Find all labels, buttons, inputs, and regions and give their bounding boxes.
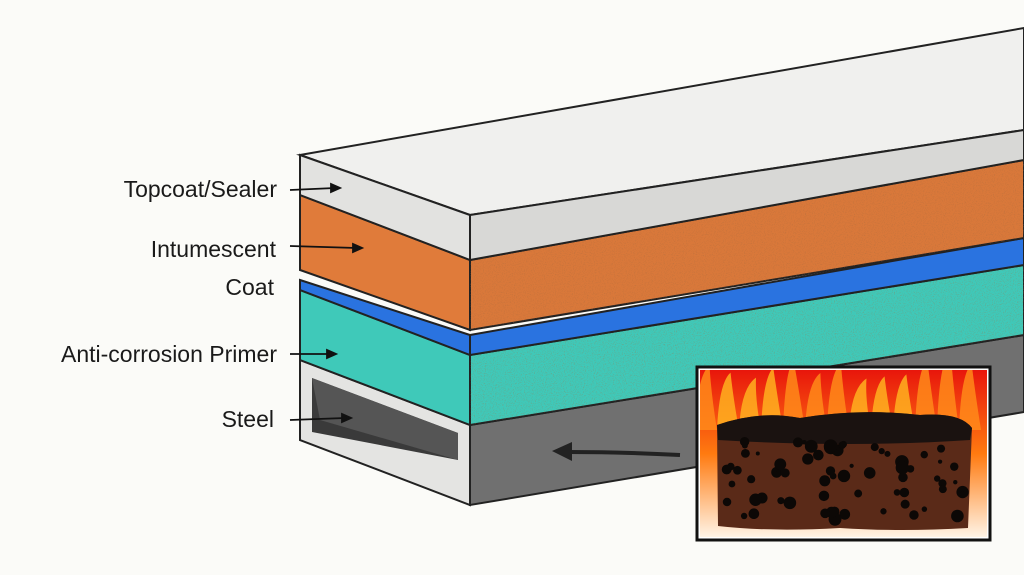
label-primer: Anti-corrosion Primer: [61, 341, 277, 367]
char-pore: [899, 487, 910, 498]
char-pore: [755, 451, 760, 456]
label-intumescent-1: Intumescent: [150, 236, 276, 262]
char-pore: [920, 450, 928, 459]
char-pore: [825, 466, 836, 476]
char-pore: [820, 508, 830, 519]
char-pore: [837, 469, 851, 483]
label-intumescent-2: Coat: [225, 274, 274, 300]
primer-layer: [299, 263, 1024, 427]
intumescent-arrow: [289, 245, 358, 249]
char-pore: [893, 489, 901, 496]
char-pore: [938, 479, 947, 488]
char-pore: [802, 439, 807, 445]
flame: [761, 370, 783, 430]
blue-layer: [299, 236, 1024, 357]
char-pore: [774, 458, 787, 471]
char-pore: [741, 442, 748, 449]
curved-arrow: [552, 442, 681, 461]
char-pore: [740, 448, 750, 458]
char-pore: [839, 508, 851, 520]
char-pore: [849, 463, 854, 468]
label-topcoat: Topcoat/Sealer: [123, 176, 277, 202]
char-pore: [921, 506, 928, 512]
char-pore: [748, 508, 760, 520]
char-pore: [900, 499, 910, 509]
topcoat-layer: [296, 26, 1024, 262]
char-pore: [950, 462, 959, 471]
char-pore: [854, 489, 863, 498]
char-pore: [878, 448, 885, 455]
steel-arrow: [289, 417, 346, 421]
char-pore: [749, 493, 762, 506]
charred-intumescent-inset: [695, 365, 992, 542]
char-pore: [733, 465, 742, 475]
char-pore: [895, 461, 909, 475]
char-pore: [722, 497, 732, 507]
char-pore: [880, 508, 887, 515]
char-pore: [728, 480, 736, 488]
char-pore: [777, 497, 785, 505]
intumescent-layer: [299, 158, 1024, 332]
char-pore: [870, 443, 879, 452]
flame: [717, 372, 739, 430]
char-pore: [909, 510, 919, 520]
char-pore: [818, 490, 830, 502]
char-pore: [863, 467, 876, 479]
char-pore: [747, 475, 756, 484]
char-pore: [953, 480, 958, 485]
char-pore: [802, 453, 814, 465]
char-pore: [819, 475, 831, 487]
flame: [959, 370, 981, 430]
char-pore: [740, 512, 748, 520]
char-pore: [898, 472, 908, 483]
char-pore: [823, 439, 838, 454]
topcoat-arrow: [289, 187, 336, 191]
flame: [937, 370, 959, 430]
char-pore: [804, 439, 818, 453]
char-pore: [959, 491, 966, 497]
char-pore: [792, 437, 803, 448]
char-pore: [780, 468, 790, 478]
char-pore: [776, 469, 781, 475]
flame: [783, 370, 805, 430]
label-arrows: [289, 182, 365, 424]
char-pore: [783, 496, 797, 510]
char-pore: [838, 441, 846, 450]
char-pore: [934, 475, 941, 482]
char-pore: [884, 450, 891, 457]
char-pore: [938, 485, 947, 494]
char-pore: [813, 449, 824, 461]
char-pore: [721, 464, 732, 475]
char-pore: [951, 509, 964, 523]
label-steel: Steel: [221, 406, 274, 432]
flame: [700, 370, 717, 430]
char-pore: [937, 459, 943, 464]
char-pore: [937, 444, 946, 453]
char-pores: [721, 437, 969, 526]
